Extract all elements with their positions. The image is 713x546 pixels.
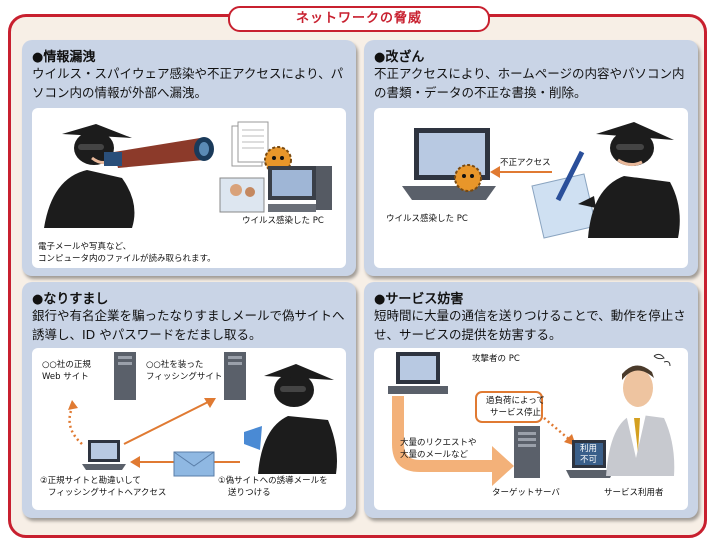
screen-text-1: 利用 [580,444,598,454]
scene-leak: ウイルス感染した PC 電子メールや写真など、 コンピュータ内のファイルが読み取… [32,108,346,268]
panel-description: 不正アクセスにより、ホームページの内容やパソコン内の書類・データの不正な書換・削… [374,66,685,100]
overload-bubble [475,391,543,423]
panel-description: ウイルス・スパイウェア感染や不正アクセスにより、パソコン内の情報が外部へ漏洩。 [32,66,344,100]
page-title: ネットワークの脅威 [228,6,490,32]
label-unauthorized-access: 不正アクセス [500,158,551,168]
label-infected-pc: ウイルス感染した PC [242,216,324,226]
attacker-pc-icon [388,352,448,394]
photo-icon [219,177,265,213]
scene-dos: 攻撃者の PC 過負荷によって サービス停止 大量のリクエストや 大量のメールな… [374,348,688,510]
label-overload-1: 過負荷によって [486,396,545,406]
hacker-figure [578,122,680,238]
caption-line-2: コンピュータ内のファイルが読み取られます。 [38,254,216,264]
label-target-server: ターゲットサーバ [492,488,560,498]
panel-dos: ●サービス妨害 短時間に大量の通信を送りつけることで、動作を停止させ、サービスの… [364,282,698,518]
label-attacker-pc: 攻撃者の PC [472,354,520,364]
hacker-figure [44,124,135,228]
blocked-arrow [543,417,576,446]
panel-tamper: ●改ざん 不正アクセスにより、ホームページの内容やパソコン内の書類・データの不正… [364,40,698,276]
panel-heading: ●情報漏洩 [32,50,96,65]
virus-icon [454,164,482,192]
panel-heading: ●サービス妨害 [374,292,464,307]
label-overload-2: サービス停止 [490,408,542,418]
user-laptop-icon [566,440,614,478]
user-figure [606,353,675,476]
panel-description: 短時間に大量の通信を送りつけることで、動作を停止させ、サービスの提供を妨害する。 [374,308,686,342]
fake-server-icon [224,352,246,400]
label-step2-2: フィッシングサイトへアクセス [48,488,167,498]
label-fake-site-2: フィッシングサイト [146,372,223,382]
dotted-arrow [68,400,83,445]
panel-leak: ●情報漏洩 ウイルス・スパイウェア感染や不正アクセスにより、パソコン内の情報が外… [22,40,356,276]
real-server-icon [114,352,136,400]
laptop-icon [82,440,126,470]
scene-spoof: ○○社の正規 Web サイト ○○社を装った フィッシングサイト ②正規サイトと… [32,348,346,510]
target-server-icon [514,426,540,478]
panel-heading: ●改ざん [374,50,425,65]
panel-description: 銀行や有名企業を騙ったなりすましメールで偽サイトへ誘導し、ID やパスワードをだ… [32,308,345,342]
panel-heading: ●なりすまし [32,292,109,307]
label-step1-1: ①偽サイトへの誘導メールを [218,476,328,486]
flood-arrow [392,396,514,486]
scene-tamper: 不正アクセス ウイルス感染した PC [374,108,688,268]
panel-spoof: ●なりすまし 銀行や有名企業を騙ったなりすましメールで偽サイトへ誘導し、ID や… [22,282,356,518]
label-real-site-2: Web サイト [42,372,89,382]
access-arrow [490,166,552,178]
envelope-icon [173,451,215,477]
label-infected-pc: ウイルス感染した PC [386,214,468,224]
pen-icon [555,150,585,202]
label-service-user: サービス利用者 [604,488,664,498]
access-arrow [123,398,216,445]
label-fake-site-1: ○○社を装った [146,360,204,370]
document-icon [231,121,269,167]
label-step1-2: 送りつける [228,488,271,498]
pc-icon [268,166,332,212]
label-flood-1: 大量のリクエストや [400,438,477,448]
label-flood-2: 大量のメールなど [400,450,469,460]
telescope-icon [104,137,214,168]
hacker-figure [244,364,337,474]
label-real-site-1: ○○社の正規 [42,360,91,370]
screen-text-2: 不可 [580,455,598,465]
caption-line-1: 電子メールや写真など、 [38,242,132,252]
laptop-icon [402,128,496,200]
label-step2-1: ②正規サイトと勘違いして [40,476,141,486]
